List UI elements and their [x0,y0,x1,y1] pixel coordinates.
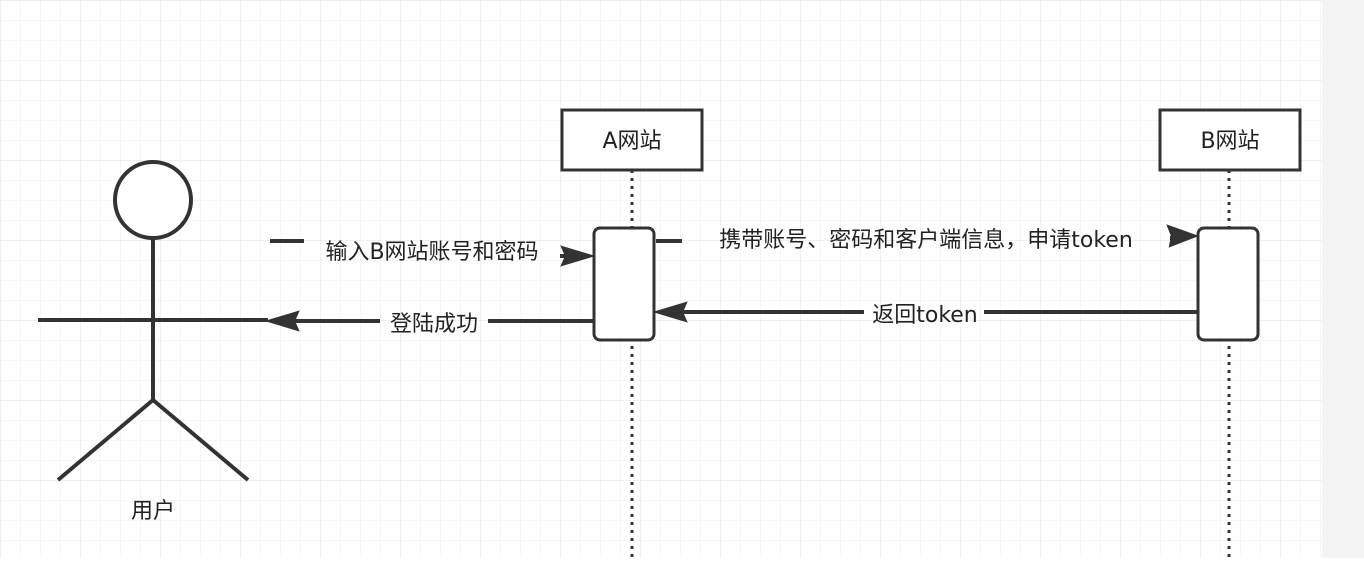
message-2-arrowhead [1166,224,1199,248]
message-2-label: 携带账号、密码和客户端信息，申请token [719,228,1133,253]
lifeline-a-label: A网站 [602,129,661,154]
message-2-arrow[interactable] [656,224,1199,248]
message-1-label: 输入B网站账号和密码 [325,240,538,265]
actor-head [113,160,193,240]
message-1-arrowhead [560,245,596,267]
message-4-arrow[interactable] [264,310,593,332]
message-3-label: 返回token [872,303,978,328]
message-3-arrowhead [652,301,688,323]
lifeline-a-header-box[interactable] [560,108,704,172]
actor-user[interactable] [38,160,268,482]
lifeline-b-activation-bar[interactable] [1196,226,1260,342]
lifeline-a[interactable]: A网站 [560,108,704,558]
right-side-panel [1322,0,1364,558]
actor-left-leg [56,398,155,482]
lifeline-b-label: B网站 [1200,129,1259,154]
message-4-arrowhead [264,310,300,332]
lifeline-a-activation-bar[interactable] [592,226,656,342]
grid-background [0,0,1322,558]
message-3-arrow[interactable] [652,301,1197,323]
lifeline-b-header-box[interactable] [1158,108,1302,172]
lifeline-b[interactable]: B网站 [1158,108,1302,558]
message-1-arrow[interactable] [270,239,596,267]
actor-right-leg [151,398,250,482]
actor-label: 用户 [131,499,175,524]
message-4-label: 登陆成功 [390,312,478,337]
